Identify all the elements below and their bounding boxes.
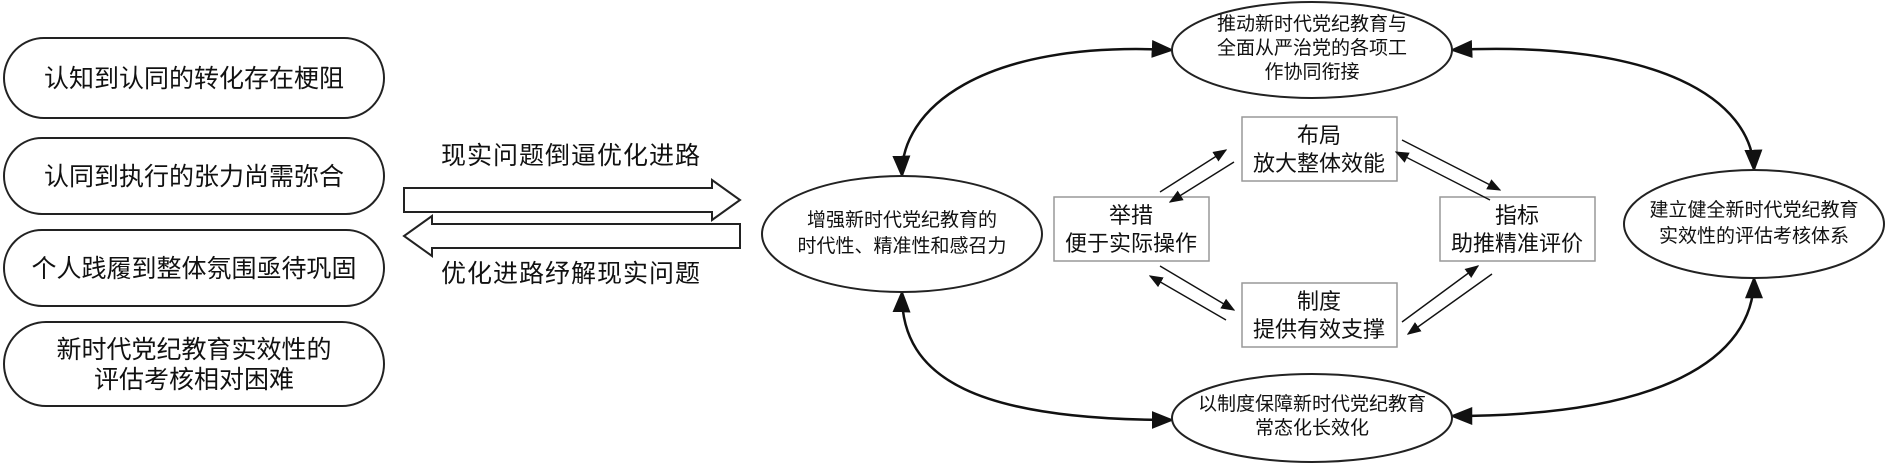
curve-bottom-right (1449, 275, 1763, 425)
problem-pill-2-text: 认同到执行的张力尚需弥合 (44, 162, 344, 191)
inner-top-line-2: 放大整体效能 (1253, 152, 1385, 177)
problem-pill-1: 认知到认同的转化存在梗阻 (3, 37, 385, 119)
inner-right-line-1: 指标 (1495, 204, 1539, 229)
outer-node-bottom: 以制度保障新时代党纪教育 常态化长效化 (1171, 373, 1453, 463)
arrow-top-to-left (1168, 161, 1235, 203)
outer-node-right: 建立健全新时代党纪教育 实效性的评估考核体系 (1623, 169, 1885, 279)
arrow-left-to-top (1159, 149, 1228, 193)
inner-box-right: 指标 助推精准评价 (1439, 196, 1596, 262)
inner-left-line-2: 便于实际操作 (1065, 232, 1197, 257)
inner-box-top: 布局 放大整体效能 (1241, 116, 1398, 182)
problem-pill-4: 新时代党纪教育实效性的 评估考核相对困难 (3, 321, 385, 407)
arrow-bottom-to-right (1401, 265, 1480, 323)
arrow-right-to-bottom (1406, 273, 1493, 335)
outer-bottom-line-2: 常态化长效化 (1255, 417, 1369, 439)
backward-arrow-label: 优化进路纾解现实问题 (441, 259, 701, 288)
curve-top-right (1449, 40, 1763, 173)
outer-bottom-line-1: 以制度保障新时代党纪教育 (1198, 393, 1426, 415)
curve-bottom-left (892, 289, 1175, 429)
inner-top-line-1: 布局 (1297, 124, 1341, 149)
outer-node-left: 增强新时代党纪教育的 时代性、精准性和感召力 (761, 175, 1043, 293)
outer-cycle-arrows (892, 39, 1763, 429)
problem-pill-4-line-1: 新时代党纪教育实效性的 (56, 335, 331, 364)
arrow-bottom-to-left (1148, 275, 1227, 321)
problem-pill-4-line-2: 评估考核相对困难 (94, 365, 294, 394)
inner-bottom-line-2: 提供有效支撑 (1253, 318, 1385, 343)
arrow-left-to-bottom (1159, 265, 1236, 311)
problem-pill-2: 认同到执行的张力尚需弥合 (3, 137, 385, 215)
inner-right-line-2: 助推精准评价 (1451, 232, 1583, 257)
outer-left-line-1: 增强新时代党纪教育的 (807, 209, 997, 231)
inner-box-bottom: 制度 提供有效支撑 (1241, 282, 1398, 348)
outer-right-line-2: 实效性的评估考核体系 (1659, 225, 1849, 247)
backward-arrow (402, 214, 741, 258)
outer-top-line-3: 作协同衔接 (1264, 61, 1359, 83)
outer-left-line-2: 时代性、精准性和感召力 (797, 235, 1006, 257)
problem-pill-3: 个人践履到整体氛围亟待巩固 (3, 229, 385, 307)
inner-bottom-line-1: 制度 (1297, 290, 1341, 315)
outer-top-line-1: 推动新时代党纪教育与 (1217, 13, 1407, 35)
curve-top-left (892, 39, 1175, 179)
outer-node-top: 推动新时代党纪教育与 全面从严治党的各项工 作协同衔接 (1171, 1, 1453, 99)
outer-right-line-1: 建立健全新时代党纪教育 (1649, 199, 1858, 221)
inner-left-line-1: 举措 (1109, 204, 1153, 229)
problem-pill-1-text: 认知到认同的转化存在梗阻 (44, 64, 344, 93)
arrow-right-to-top (1394, 151, 1491, 201)
problem-pill-3-text: 个人践履到整体氛围亟待巩固 (31, 254, 356, 283)
arrow-top-to-right (1401, 139, 1502, 191)
inner-box-left: 举措 便于实际操作 (1053, 196, 1210, 262)
outer-top-line-2: 全面从严治党的各项工 (1217, 37, 1407, 59)
inner-arrows (1148, 139, 1502, 335)
forward-arrow (403, 178, 742, 222)
forward-arrow-label: 现实问题倒逼优化进路 (441, 141, 701, 170)
